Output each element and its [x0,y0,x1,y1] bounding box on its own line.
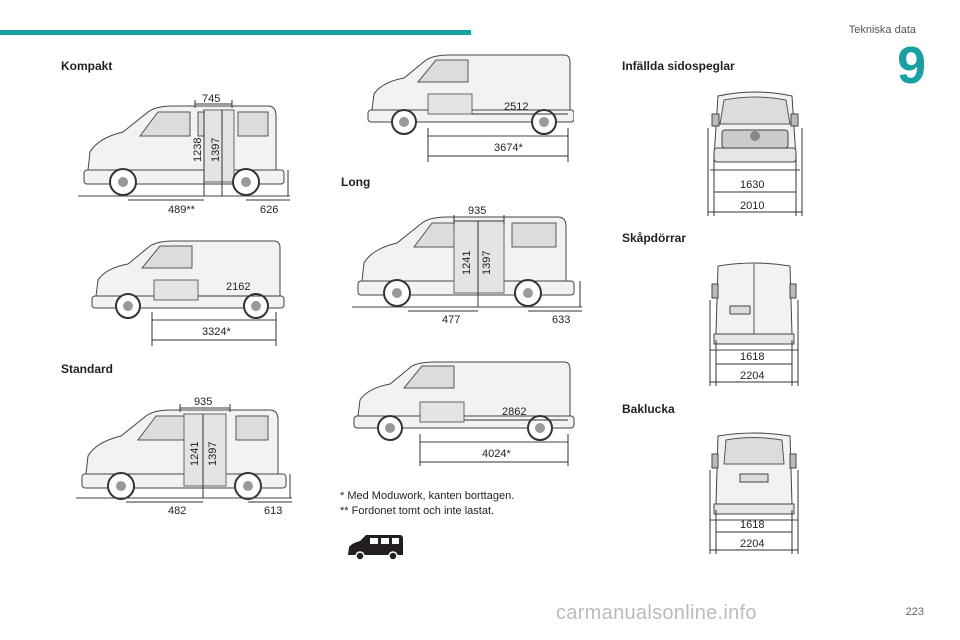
header-section-title: Tekniska data [848,24,916,36]
mirrors-width-inner-label: 1630 [740,179,764,191]
long-side-diagram: 935 1241 1397 477 633 [352,205,582,325]
mirrors-width-outer-label: 2010 [740,200,764,212]
kompakt-side-diagram: 745 1238 1397 489** 626 [78,93,290,215]
kompakt-height1-label: 1238 [192,138,204,162]
footnote-moduwork: * Med Moduwork, kanten borttagen. [340,490,515,502]
long-height1-label: 1241 [461,251,473,275]
kompakt-load-length-label: 2162 [226,281,250,293]
standard-side-diagram: 935 1241 1397 482 613 [76,396,292,516]
standard-height1-label: 1241 [189,442,201,466]
page-number: 223 [905,606,924,618]
standard-rear-overhang-label: 613 [264,505,282,516]
rear-view-doors-diagram: 1618 2204 [709,262,799,386]
header-accent-bar [0,30,471,35]
long-bottom-total-length-label: 4024* [482,448,511,460]
long-van-top-diagram: 2512 3674* [367,54,574,162]
long-rear-overhang-label: 633 [552,314,570,325]
long-width-label: 935 [468,205,486,217]
kompakt-total-length-label: 3324* [202,326,231,338]
footnote-empty-vehicle: ** Fordonet tomt och inte lastat. [340,505,495,517]
section-title-standard: Standard [61,362,114,376]
standard-width-label: 935 [194,396,212,408]
chapter-number: 9 [897,37,926,95]
section-title-tailgate: Baklucka [622,402,675,416]
doors-width-inner-label: 1618 [740,351,764,363]
long-height2-label: 1397 [481,251,493,275]
standard-height2-label: 1397 [207,442,219,466]
standard-front-overhang-label: 482 [168,505,186,516]
kompakt-height2-label: 1397 [210,138,222,162]
long-front-overhang-label: 477 [442,314,460,325]
kompakt-front-overhang-label: 489** [168,204,196,215]
section-title-doors: Skåpdörrar [622,231,687,245]
kompakt-van-diagram: 2162 3324* [91,240,285,346]
section-title-kompakt: Kompakt [61,59,113,73]
kompakt-width-label: 745 [202,93,220,105]
long-top-total-length-label: 3674* [494,142,523,154]
front-view-mirrors-diagram: 1630 2010 [707,91,803,216]
tailgate-width-inner-label: 1618 [740,519,764,531]
watermark: carmanualsonline.info [556,602,757,624]
doors-width-outer-label: 2204 [740,370,764,382]
rear-view-tailgate-diagram: 1618 2204 [709,432,799,554]
vehicle-type-icon [348,535,403,561]
kompakt-rear-overhang-label: 626 [260,204,278,215]
long-top-load-length-label: 2512 [504,101,528,113]
long-van-bottom-diagram: 2862 4024* [353,361,575,466]
section-title-long: Long [341,175,371,189]
long-bottom-load-length-label: 2862 [502,406,526,418]
section-title-mirrors: Infällda sidospeglar [622,59,735,73]
tailgate-width-outer-label: 2204 [740,538,764,550]
